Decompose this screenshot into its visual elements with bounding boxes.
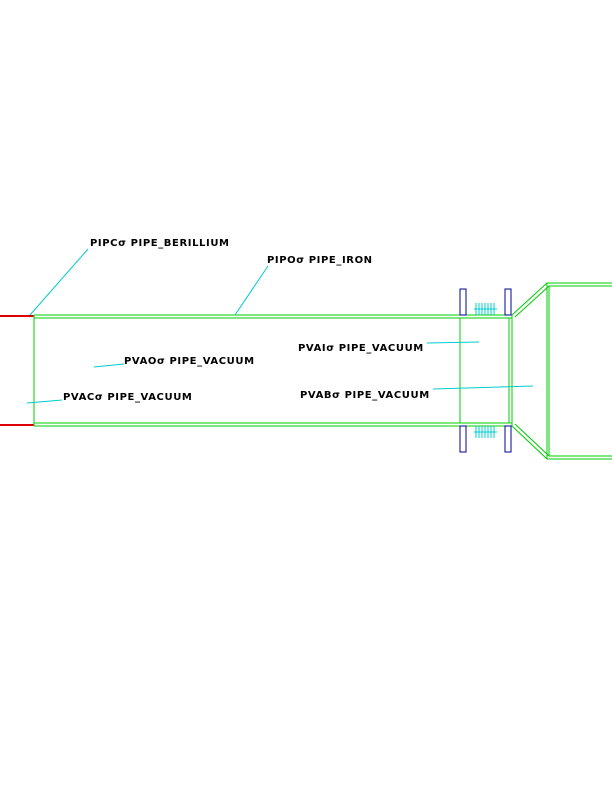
bellows-top bbox=[474, 303, 497, 315]
beryllium-pipe-stubs bbox=[0, 315, 34, 426]
label-pvac: PVACσ PIPE_VACUUM bbox=[63, 392, 192, 403]
main-pipe bbox=[33, 314, 513, 427]
flanges bbox=[459, 288, 512, 453]
flange-top-right bbox=[504, 288, 512, 316]
label-pipo: PIPOσ PIPE_IRON bbox=[267, 255, 373, 266]
flange-top-left bbox=[459, 288, 467, 316]
leader-pipc bbox=[29, 248, 89, 316]
label-pvao: PVAOσ PIPE_VACUUM bbox=[124, 356, 255, 367]
cone-section bbox=[511, 282, 550, 460]
label-pvab: PVABσ PIPE_VACUUM bbox=[300, 390, 430, 401]
leader-pvao bbox=[93, 363, 125, 368]
label-pipc: PIPCσ PIPE_BERILLIUM bbox=[90, 238, 230, 249]
bellows bbox=[474, 303, 497, 438]
labels: PIPCσ PIPE_BERILLIUM PIPOσ PIPE_IRON PVA… bbox=[63, 238, 430, 403]
leader-pvac bbox=[26, 399, 63, 404]
wide-pipe bbox=[546, 282, 612, 460]
leader-pvai bbox=[426, 341, 480, 344]
leader-lines bbox=[26, 248, 534, 404]
leader-pvab bbox=[432, 385, 534, 390]
label-pvai: PVAIσ PIPE_VACUUM bbox=[298, 343, 424, 354]
flange-bottom-left bbox=[459, 425, 467, 453]
leader-pipo bbox=[234, 265, 269, 316]
flange-bottom-right bbox=[504, 425, 512, 453]
bellows-bottom bbox=[474, 426, 497, 438]
